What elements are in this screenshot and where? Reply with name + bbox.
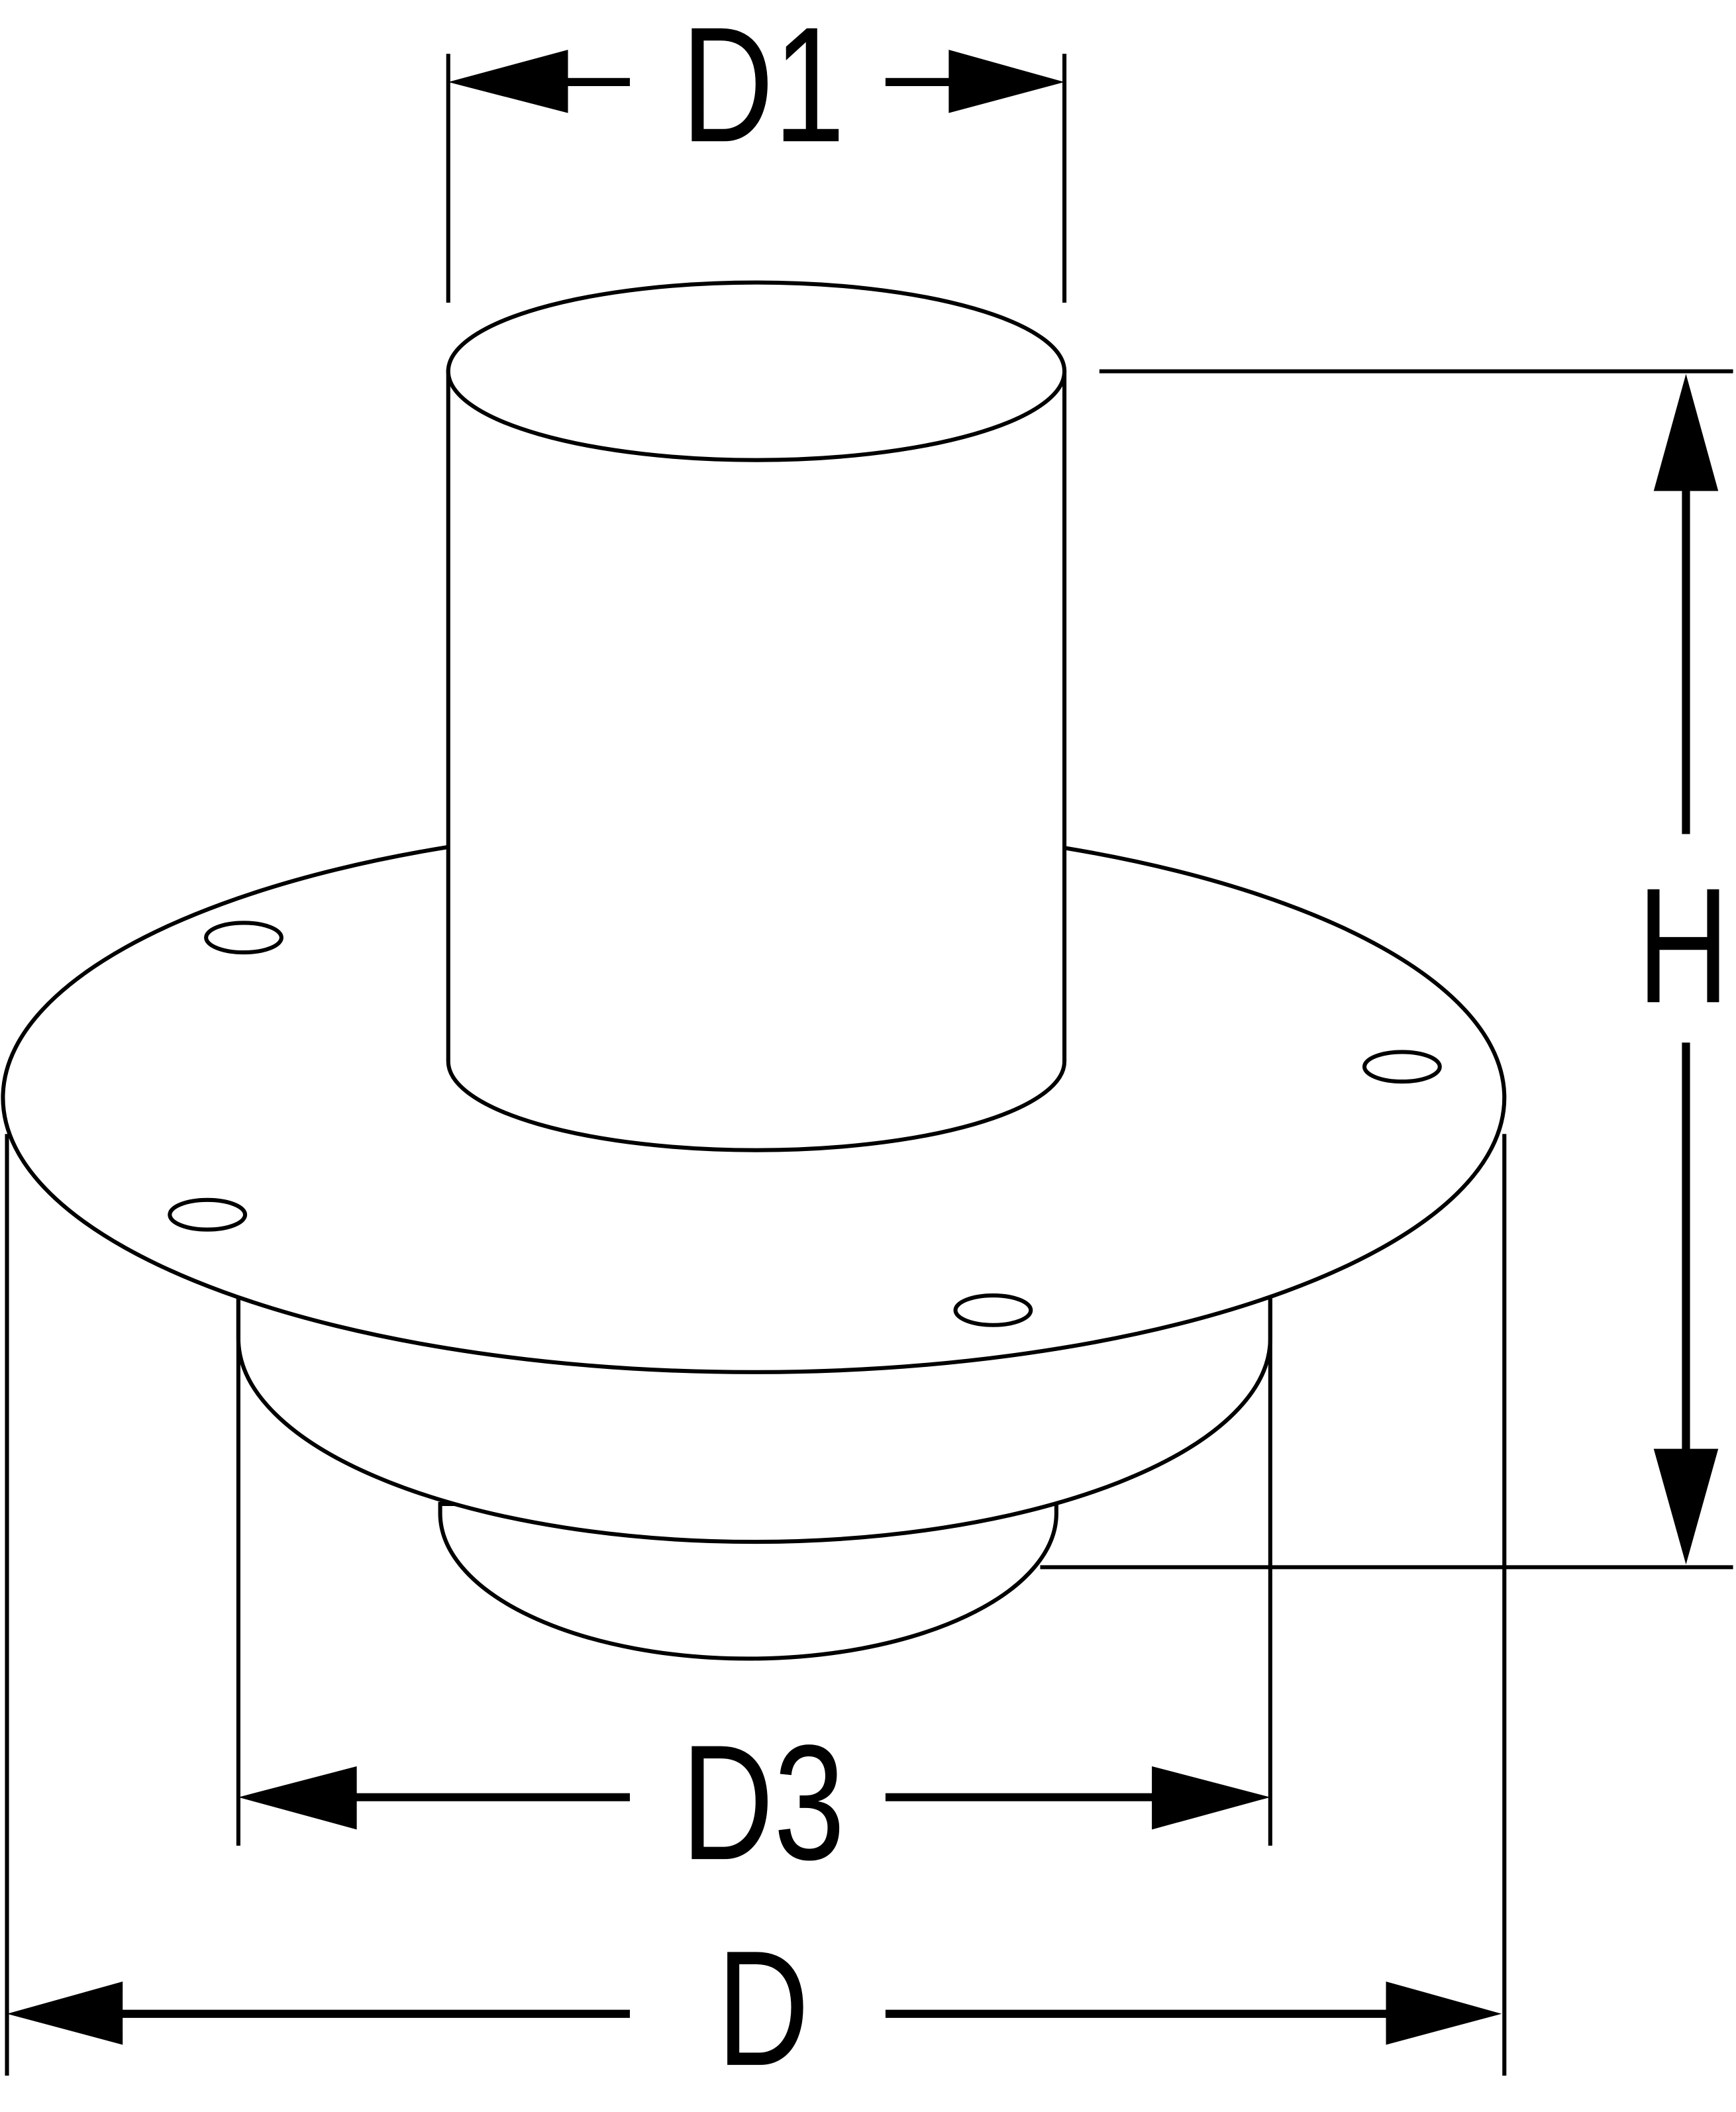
label-h: H bbox=[1637, 854, 1730, 1038]
bottom-boss bbox=[438, 1501, 1058, 1661]
dimension-h: H bbox=[1040, 369, 1733, 1570]
dimension-d: D bbox=[5, 1134, 1507, 2101]
dimension-d3: D3 bbox=[236, 1298, 1272, 1895]
mounting-hole bbox=[204, 921, 283, 955]
label-d: D bbox=[717, 1917, 809, 2101]
mounting-hole bbox=[168, 1197, 248, 1232]
dimension-d1: D1 bbox=[446, 0, 1067, 303]
cylinder-body bbox=[446, 369, 1067, 1152]
label-d3: D3 bbox=[682, 1711, 845, 1895]
cylinder-top bbox=[446, 280, 1067, 462]
mounting-hole bbox=[953, 1293, 1033, 1327]
label-d1: D1 bbox=[682, 0, 845, 177]
mounting-hole bbox=[1362, 1050, 1442, 1084]
